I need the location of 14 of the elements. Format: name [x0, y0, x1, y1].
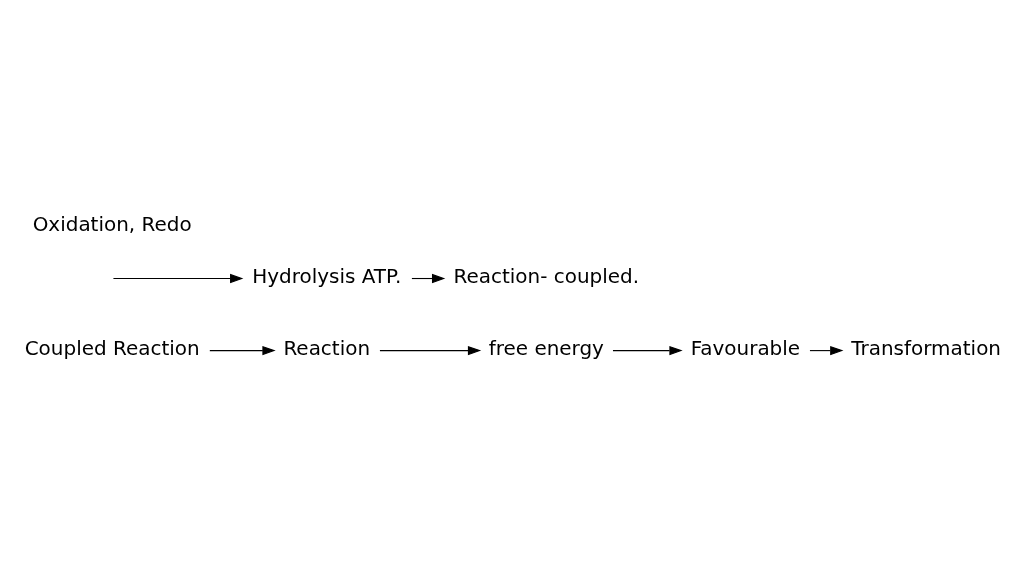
arrow — [611, 345, 683, 355]
arrow — [208, 345, 276, 355]
node-text: Reaction- coupled. — [453, 263, 639, 288]
node-text: Coupled Reaction — [24, 335, 200, 360]
arrow — [378, 345, 481, 355]
label: Oxidation, Redo — [32, 211, 192, 236]
node-text: Favourable — [690, 335, 800, 360]
node-text: Hydrolysis ATP. — [251, 263, 401, 288]
node-text: Transformation — [850, 335, 1001, 360]
arrow — [112, 273, 243, 283]
node-text: Reaction — [282, 335, 370, 360]
arrow — [410, 273, 445, 283]
arrow — [808, 345, 843, 355]
node-text: free energy — [488, 335, 604, 360]
